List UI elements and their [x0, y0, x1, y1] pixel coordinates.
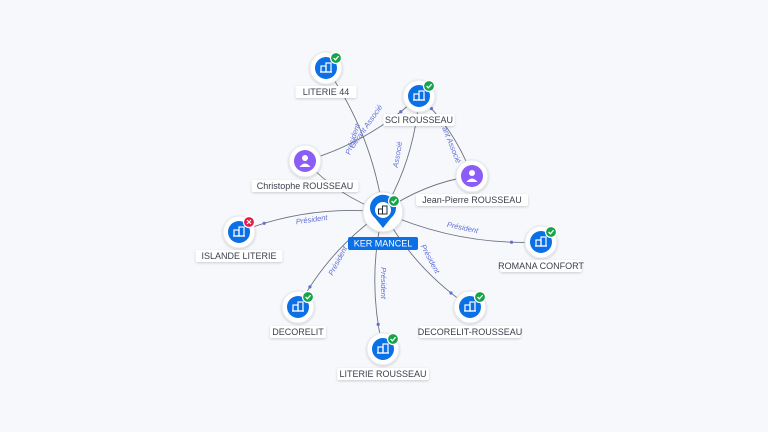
verified-badge-icon	[386, 332, 400, 346]
node-label: ISLANDE LITERIE	[201, 251, 276, 261]
graph-node-romana[interactable]: ROMANA CONFORT	[498, 225, 584, 272]
node-label: DECORELIT	[272, 327, 324, 337]
graph-node-literie44[interactable]: LITERIE 44	[295, 51, 357, 98]
node-label-box: ROMANA CONFORT	[498, 260, 584, 272]
node-label: Christophe ROUSSEAU	[257, 181, 354, 191]
edge-label: Président	[379, 267, 388, 300]
graph-node-islande[interactable]: ISLANDE LITERIE	[195, 215, 283, 262]
edge-arrow-marker	[399, 110, 403, 114]
edge-label: Président	[295, 213, 329, 226]
person-icon	[294, 150, 316, 172]
edge-arrow-marker	[308, 285, 312, 289]
edge-label: Président	[419, 243, 442, 276]
node-label-box: SCI ROUSSEAU	[383, 114, 455, 126]
node-label: SCI ROUSSEAU	[385, 115, 453, 125]
verified-badge-icon	[329, 51, 343, 65]
verified-badge-icon	[473, 290, 487, 304]
nodes-layer: LITERIE 44 SCI ROUSSEAU Christophe ROUSSEA…	[195, 51, 584, 380]
person-icon	[461, 165, 483, 187]
closed-badge-icon	[242, 215, 256, 229]
building-icon	[408, 85, 430, 107]
graph-node-literie_r[interactable]: LITERIE ROUSSEAU	[337, 332, 429, 380]
center-label-box: KER MANCEL	[348, 237, 418, 250]
node-label: LITERIE ROUSSEAU	[339, 369, 426, 379]
node-label: DECORELIT-ROUSSEAU	[418, 327, 523, 337]
building-icon	[459, 296, 481, 318]
building-icon	[228, 221, 250, 243]
graph-node-jp[interactable]: Jean-Pierre ROUSSEAU	[416, 159, 528, 206]
node-label-box: Christophe ROUSSEAU	[251, 180, 359, 192]
graph-node-christophe[interactable]: Christophe ROUSSEAU	[251, 144, 359, 192]
graph-node-sci[interactable]: SCI ROUSSEAU	[383, 79, 455, 126]
node-label-box: Jean-Pierre ROUSSEAU	[416, 194, 528, 206]
edge-label: Associé	[391, 141, 405, 169]
edge-arrow-marker	[262, 221, 266, 225]
graph-node-decorelit[interactable]: DECORELIT	[270, 290, 326, 338]
building-icon	[315, 57, 337, 79]
node-label-box: DECORELIT-ROUSSEAU	[418, 326, 523, 338]
node-label-box: DECORELIT	[270, 326, 326, 338]
edge-arrow-marker	[509, 240, 514, 244]
edge-arrow-marker	[376, 322, 380, 326]
center-node[interactable]: KER MANCEL	[348, 191, 418, 250]
verified-badge-icon	[422, 79, 436, 93]
verified-badge-icon	[544, 225, 558, 239]
verified-badge-icon	[301, 290, 315, 304]
building-icon	[287, 296, 309, 318]
edge-label: Président	[446, 220, 480, 236]
node-label: ROMANA CONFORT	[498, 261, 584, 271]
node-label: Jean-Pierre ROUSSEAU	[422, 195, 522, 205]
edge-arrow-marker	[449, 291, 453, 295]
node-label: LITERIE 44	[303, 87, 350, 97]
node-label-box: ISLANDE LITERIE	[195, 250, 283, 262]
building-icon	[372, 338, 394, 360]
center-label: KER MANCEL	[354, 239, 413, 249]
node-label-box: LITERIE ROUSSEAU	[337, 368, 429, 380]
graph-node-decorelit_r[interactable]: DECORELIT-ROUSSEAU	[418, 290, 523, 338]
building-icon	[530, 231, 552, 253]
verified-badge-icon	[387, 194, 401, 208]
node-label-box: LITERIE 44	[295, 86, 357, 98]
